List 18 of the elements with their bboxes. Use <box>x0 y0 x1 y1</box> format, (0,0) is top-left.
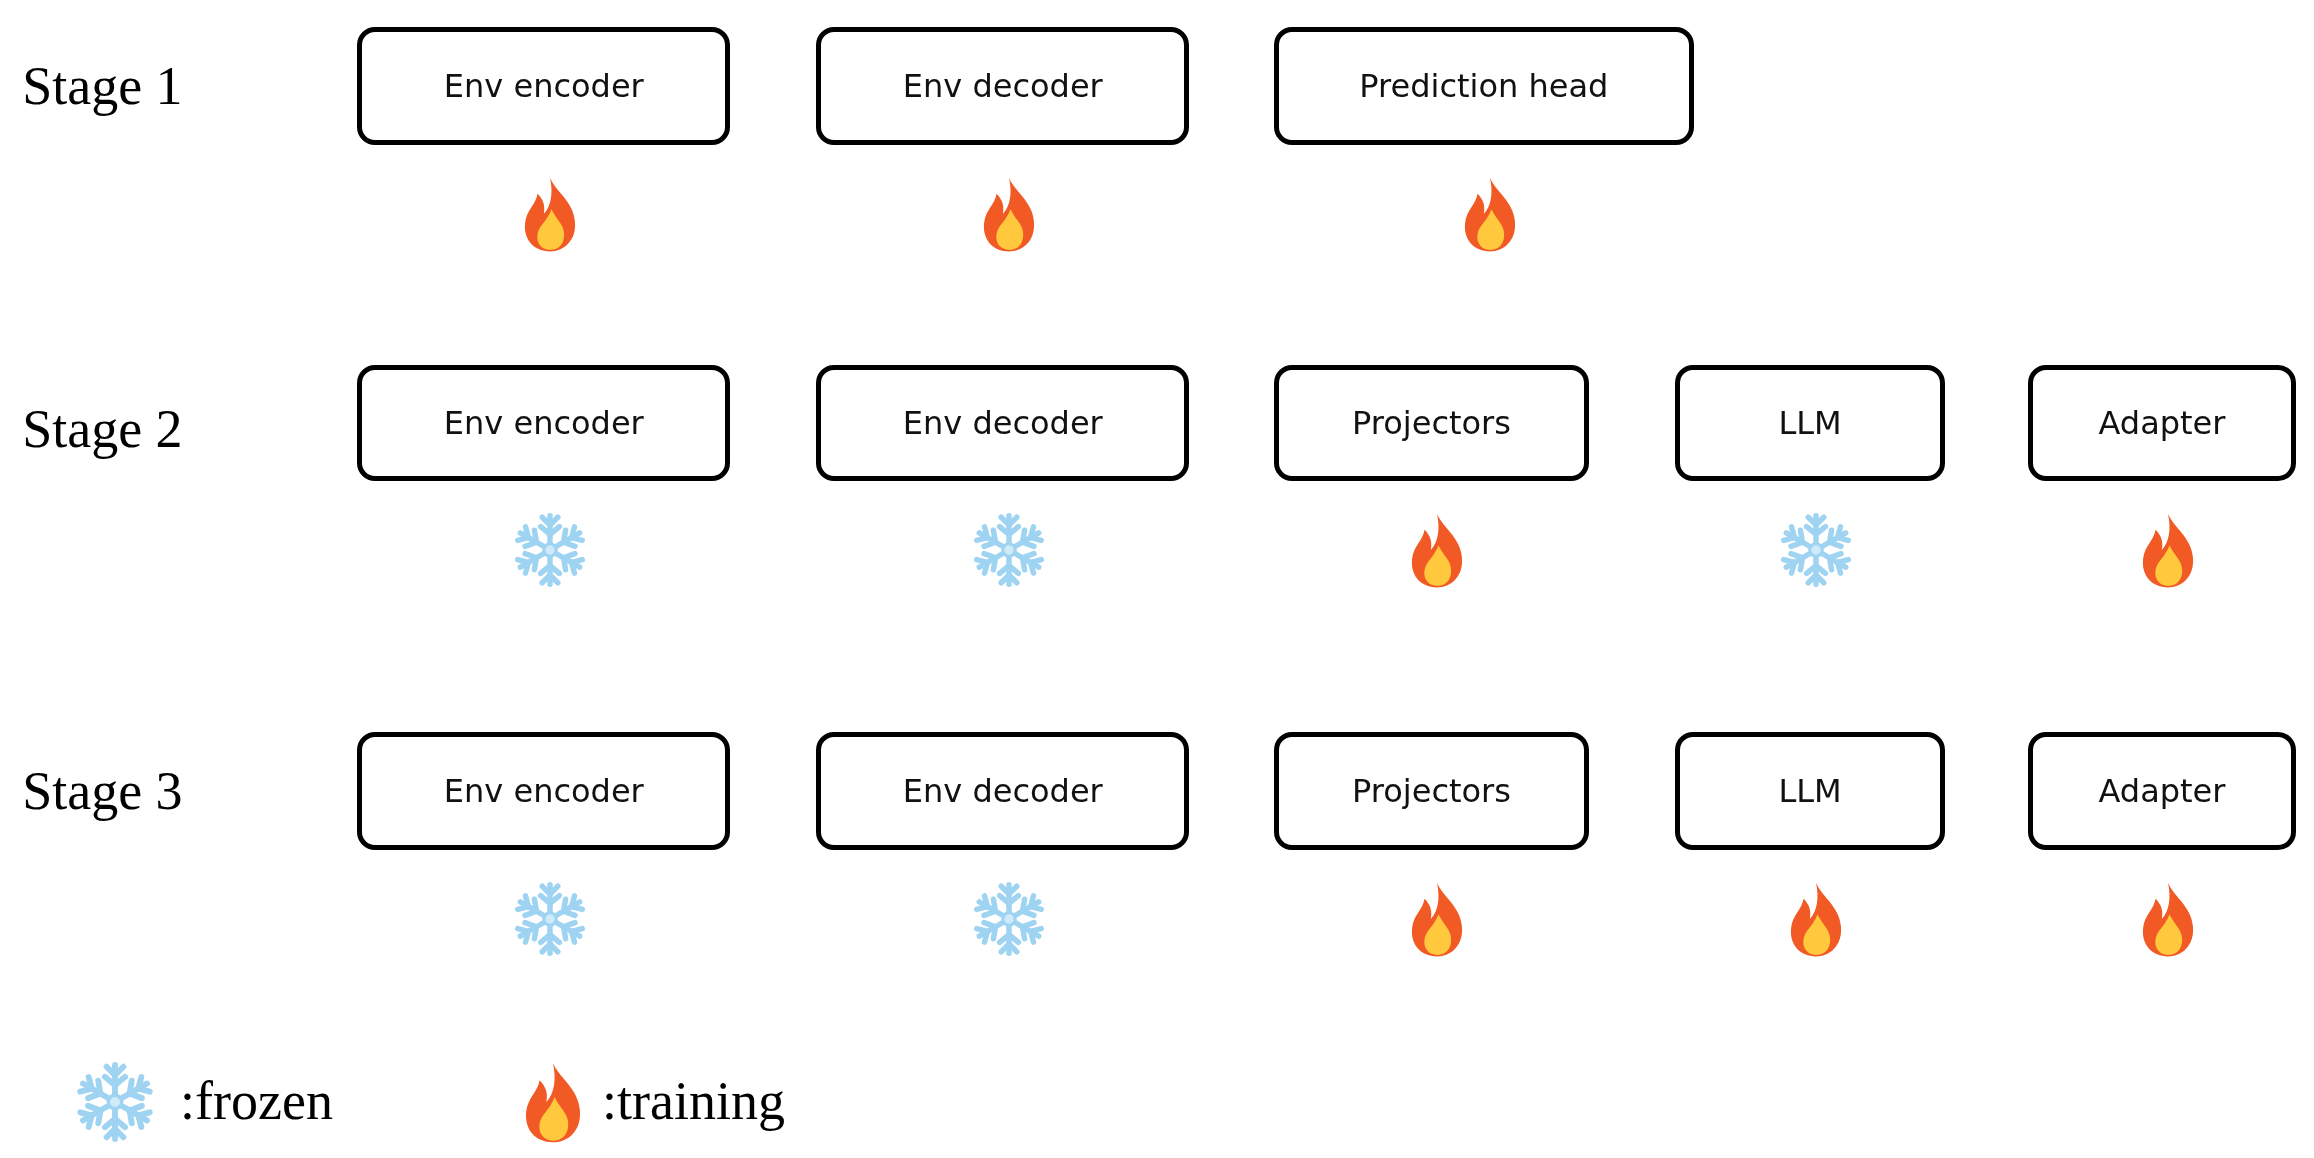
stage-label: Stage 3 <box>22 759 183 822</box>
module-box: Prediction head <box>1273 26 1695 145</box>
module-box: LLM <box>1675 364 1946 482</box>
stage-label: Stage 1 <box>22 54 183 117</box>
module-box: Projectors <box>1273 731 1590 850</box>
module-box: Env decoder <box>816 26 1190 145</box>
module-box: Env encoder <box>357 26 731 145</box>
module-box: Env decoder <box>816 364 1190 482</box>
legend-label: :frozen <box>180 1069 333 1132</box>
module-box: Env encoder <box>357 364 731 482</box>
module-box: LLM <box>1675 731 1946 850</box>
legend-label: :training <box>602 1069 786 1132</box>
module-box: Adapter <box>2027 731 2297 850</box>
module-box: Adapter <box>2027 364 2297 482</box>
stage-label: Stage 2 <box>22 398 183 461</box>
module-box: Env decoder <box>816 731 1190 850</box>
module-box: Env encoder <box>357 731 731 850</box>
module-box: Projectors <box>1273 364 1590 482</box>
